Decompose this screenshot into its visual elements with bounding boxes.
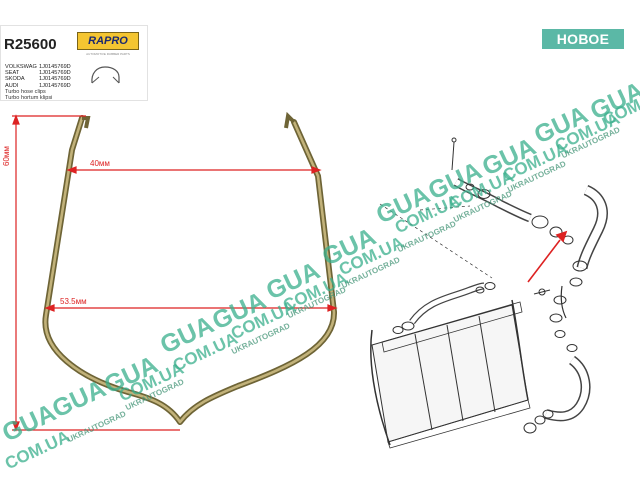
intercooler-diagram — [370, 137, 608, 449]
fitment-list: Volkswag 1J0145769D Seat 1J0145769D Skod… — [5, 64, 91, 101]
new-badge: НОВОЕ — [542, 29, 624, 49]
wire-clip-image — [42, 111, 338, 425]
product-card: R25600 RAPRO AUTOMOTIVE RUBBER PARTS Vol… — [0, 25, 148, 101]
brand-tagline: AUTOMOTIVE RUBBER PARTS — [86, 52, 130, 56]
fitment-row: Seat 1J0145769D — [5, 70, 71, 77]
dim-height: 60мм — [2, 146, 11, 166]
dim-bottom-width: 53.5мм — [60, 297, 87, 306]
fitment-row: Skoda 1J0145769D — [5, 76, 71, 83]
fitment-row: Audi 1J0145769D — [5, 82, 71, 89]
note-tr: Turbo hortum klipsi — [5, 95, 53, 102]
pointer-arrow — [527, 230, 568, 283]
clip-sketch-icon — [91, 66, 120, 84]
fitment-row: Volkswag 1J0145769D — [5, 64, 71, 70]
product-code: R25600 — [4, 36, 57, 53]
dimension-lines — [12, 114, 338, 432]
dim-top-width: 40мм — [90, 159, 110, 168]
brand-logo: RAPRO — [77, 32, 139, 50]
note-en: Turbo hose clips — [5, 88, 46, 95]
